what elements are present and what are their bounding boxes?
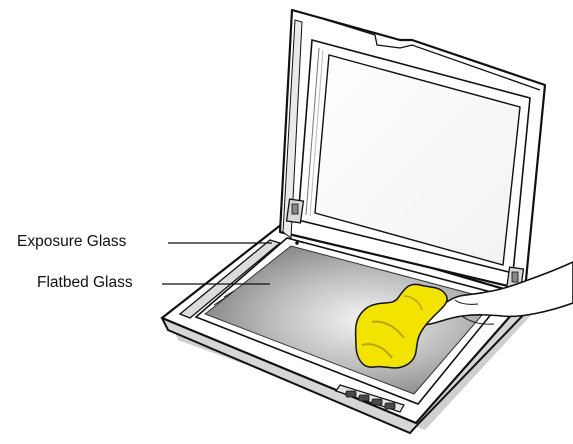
control-button [359, 395, 369, 401]
hinge-left-cap [292, 204, 298, 214]
exposure-glass-label: Exposure Glass [17, 234, 126, 250]
control-button [346, 391, 356, 397]
flatbed-glass-label: Flatbed Glass [37, 275, 133, 291]
control-button [372, 399, 382, 405]
alignment-mark [295, 241, 299, 245]
control-button [385, 403, 395, 409]
hinge-right-cap [512, 272, 518, 282]
